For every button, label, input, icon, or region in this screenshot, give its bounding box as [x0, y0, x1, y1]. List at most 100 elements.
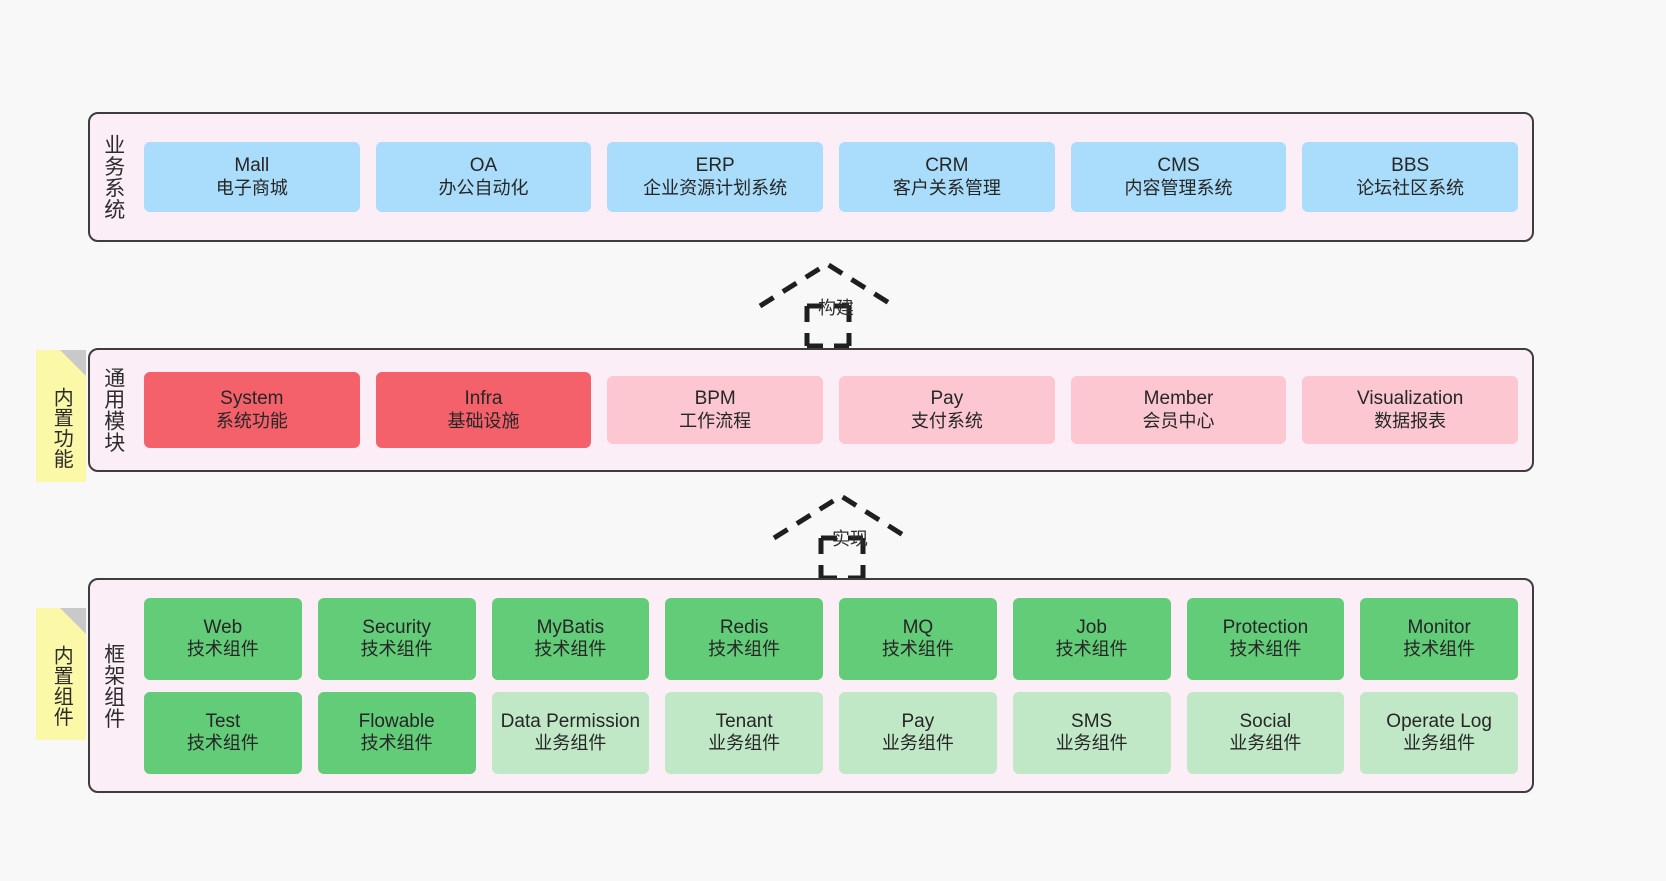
card-pay-component-title: Pay: [901, 710, 935, 732]
card-operate-log-desc: 业务组件: [1403, 733, 1476, 754]
card-redis-title: Redis: [719, 616, 769, 638]
card-data-permission-title: Data Permission: [500, 710, 641, 732]
card-social-desc: 业务组件: [1229, 733, 1302, 754]
connector-build: [752, 258, 912, 349]
card-bbs-desc: 论坛社区系统: [1356, 177, 1465, 198]
card-security-desc: 技术组件: [360, 639, 433, 660]
card-data-permission-desc: 业务组件: [534, 733, 607, 754]
card-visualization-title: Visualization: [1357, 388, 1464, 410]
card-test-title: Test: [205, 710, 241, 732]
card-pay-component[interactable]: Pay 业务组件: [839, 691, 997, 774]
card-crm-desc: 客户关系管理: [892, 177, 1001, 198]
card-mybatis-title: MyBatis: [536, 616, 605, 638]
card-infra-desc: 基础设施: [447, 410, 520, 431]
note-fold-corner: [60, 608, 86, 634]
card-job-desc: 技术组件: [1055, 639, 1128, 660]
card-sms[interactable]: SMS 业务组件: [1012, 691, 1171, 774]
card-test-desc: 技术组件: [186, 733, 259, 754]
card-redis-desc: 技术组件: [708, 639, 781, 660]
card-bpm[interactable]: BPM 工作流程: [607, 376, 824, 444]
card-oa[interactable]: OA 办公自动化: [375, 142, 592, 212]
layer-framework-component: 框架组件 Web 技术组件 Security 技术组件 MyBatis 技术组件…: [88, 578, 1534, 793]
card-web-desc: 技术组件: [186, 639, 259, 660]
card-visualization-desc: 数据报表: [1374, 410, 1447, 431]
card-mq-title: MQ: [902, 616, 934, 638]
card-cms[interactable]: CMS 内容管理系统: [1070, 142, 1287, 212]
card-monitor[interactable]: Monitor 技术组件: [1360, 597, 1518, 680]
card-system-title: System: [220, 388, 284, 410]
card-protection-title: Protection: [1222, 616, 1309, 638]
card-protection[interactable]: Protection 技术组件: [1186, 597, 1345, 680]
card-sms-title: SMS: [1071, 710, 1113, 732]
card-mybatis[interactable]: MyBatis 技术组件: [491, 597, 650, 680]
card-member-title: Member: [1143, 388, 1214, 410]
card-erp[interactable]: ERP 企业资源计划系统: [607, 142, 824, 212]
card-erp-title: ERP: [695, 155, 735, 177]
card-flowable[interactable]: Flowable 技术组件: [317, 691, 476, 774]
card-mall-desc: 电子商城: [215, 177, 288, 198]
card-crm-title: CRM: [925, 155, 969, 177]
card-cms-title: CMS: [1157, 155, 1200, 177]
note-builtin-components: 内置组件: [36, 608, 86, 740]
framework-row-business: Test 技术组件 Flowable 技术组件 Data Permission …: [144, 691, 1518, 774]
card-tenant-title: Tenant: [715, 710, 773, 732]
layer-framework-component-label: 框架组件: [101, 642, 125, 729]
card-monitor-title: Monitor: [1407, 616, 1471, 638]
card-web[interactable]: Web 技术组件: [144, 597, 302, 680]
card-redis[interactable]: Redis 技术组件: [665, 597, 823, 680]
card-operate-log-title: Operate Log: [1386, 710, 1492, 732]
card-infra-title: Infra: [464, 388, 503, 410]
card-member-desc: 会员中心: [1142, 410, 1215, 431]
card-social-title: Social: [1239, 710, 1292, 732]
card-oa-title: OA: [469, 155, 498, 177]
card-mall[interactable]: Mall 电子商城: [144, 142, 360, 212]
card-tenant-desc: 业务组件: [708, 733, 781, 754]
card-pay-module-desc: 支付系统: [910, 410, 983, 431]
card-infra[interactable]: Infra 基础设施: [375, 372, 592, 448]
card-cms-desc: 内容管理系统: [1124, 177, 1233, 198]
layer-common-module-label: 通用模块: [101, 367, 125, 453]
layer-business-system-cards: Mall 电子商城 OA 办公自动化 ERP 企业资源计划系统 CRM 客户关系…: [136, 114, 1532, 240]
card-sms-desc: 业务组件: [1055, 733, 1128, 754]
card-bpm-title: BPM: [694, 388, 736, 410]
card-oa-desc: 办公自动化: [438, 177, 529, 198]
connector-implement-label: 实现: [832, 529, 868, 549]
card-mybatis-desc: 技术组件: [534, 639, 607, 660]
card-bpm-desc: 工作流程: [679, 410, 752, 431]
note-builtin-features: 内置功能: [36, 350, 86, 482]
card-pay-module-title: Pay: [930, 388, 964, 410]
layer-business-system-label: 业务系统: [101, 134, 125, 220]
card-protection-desc: 技术组件: [1229, 639, 1302, 660]
card-flowable-title: Flowable: [358, 710, 435, 732]
card-social[interactable]: Social 业务组件: [1186, 691, 1345, 774]
card-pay-module[interactable]: Pay 支付系统: [839, 376, 1055, 444]
note-builtin-features-label: 内置功能: [50, 387, 73, 469]
card-data-permission[interactable]: Data Permission 业务组件: [491, 691, 650, 774]
card-system[interactable]: System 系统功能: [144, 372, 360, 448]
card-flowable-desc: 技术组件: [360, 733, 433, 754]
card-job-title: Job: [1076, 616, 1107, 638]
card-operate-log[interactable]: Operate Log 业务组件: [1360, 691, 1518, 774]
connector-build-label: 构建: [818, 298, 854, 318]
card-pay-component-desc: 业务组件: [881, 733, 954, 754]
card-bbs-title: BBS: [1391, 155, 1430, 177]
card-security-title: Security: [362, 616, 431, 638]
card-mq[interactable]: MQ 技术组件: [839, 597, 997, 680]
card-visualization[interactable]: Visualization 数据报表: [1302, 376, 1519, 444]
card-mq-desc: 技术组件: [881, 639, 954, 660]
card-crm[interactable]: CRM 客户关系管理: [839, 142, 1055, 212]
framework-row-technical: Web 技术组件 Security 技术组件 MyBatis 技术组件 Redi…: [144, 597, 1518, 680]
card-monitor-desc: 技术组件: [1403, 639, 1476, 660]
card-system-desc: 系统功能: [215, 410, 288, 431]
layer-business-system: 业务系统 Mall 电子商城 OA 办公自动化 ERP 企业资源计划系统 CRM…: [88, 112, 1534, 242]
card-member[interactable]: Member 会员中心: [1070, 376, 1287, 444]
card-security[interactable]: Security 技术组件: [317, 597, 476, 680]
card-test[interactable]: Test 技术组件: [144, 691, 302, 774]
card-job[interactable]: Job 技术组件: [1012, 597, 1171, 680]
layer-common-module-cards: System 系统功能 Infra 基础设施 BPM 工作流程 Pay 支付系统…: [136, 350, 1532, 470]
card-erp-desc: 企业资源计划系统: [643, 177, 788, 198]
card-bbs[interactable]: BBS 论坛社区系统: [1302, 142, 1519, 212]
layer-common-module: 通用模块 System 系统功能 Infra 基础设施 BPM 工作流程 Pay…: [88, 348, 1534, 472]
card-tenant[interactable]: Tenant 业务组件: [665, 691, 823, 774]
